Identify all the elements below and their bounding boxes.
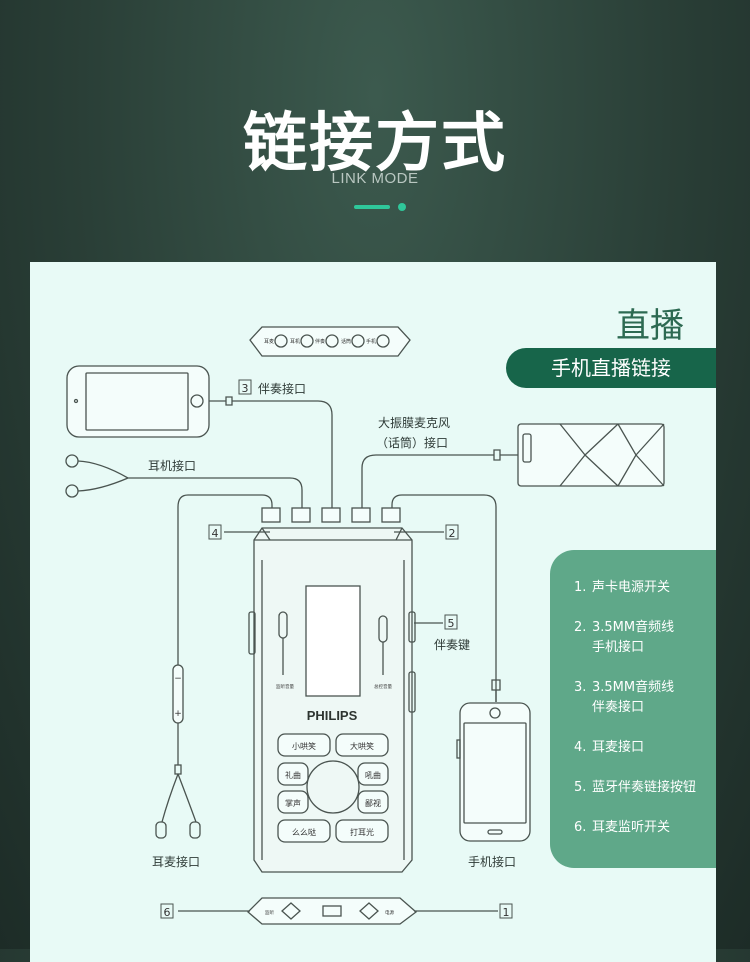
legend-text: 声卡电源开关 (592, 580, 671, 595)
headset-port-label: 耳麦接口 (152, 855, 201, 869)
strip-port-label: 话筒 (341, 338, 351, 345)
strip-port-label: 手机 (366, 338, 376, 345)
callout-num-6: 6 (164, 906, 171, 919)
earbuds-illustration (65, 454, 303, 516)
bottom-left-label: 监听 (265, 909, 274, 916)
live-label: 直播 (616, 306, 684, 346)
legend-item: 3. 3.5MM音频线 伴奏接口 (574, 678, 716, 718)
legend-num: 2. (574, 620, 587, 635)
device-button-label: 礼曲 (285, 770, 301, 780)
accent-dot (398, 203, 406, 211)
device-button-label: 鄙视 (365, 798, 381, 808)
page-title: 链接方式 (243, 107, 507, 181)
device-button-label: 吼曲 (365, 770, 381, 780)
accompaniment-key-label: 伴奏键 (434, 638, 471, 652)
legend-text: 耳麦监听开关 (592, 820, 671, 835)
legend-num: 4. (574, 740, 587, 755)
phone-port-label: 手机接口 (468, 855, 517, 869)
device-button-label: 小哄笑 (292, 741, 316, 751)
svg-text:−: − (174, 674, 182, 684)
svg-text:+: + (174, 709, 182, 719)
device-button-grid: 小哄笑 大哄笑 礼曲 吼曲 掌声 鄙视 么么哒 打耳光 (277, 733, 389, 843)
accent-bar (354, 205, 390, 209)
strip-port-label: 耳麦 (264, 338, 274, 345)
knob-right-label: 总控音量 (374, 683, 392, 690)
callout-num-3: 3 (242, 382, 249, 395)
device-button-label: 大哄笑 (350, 741, 374, 751)
legend-item: 2. 3.5MM音频线 手机接口 (574, 618, 716, 658)
legend-num: 1. (574, 580, 587, 595)
headset-illustration: − + (155, 664, 201, 839)
callout-num-5: 5 (448, 617, 455, 630)
top-port-strip: 耳麦 耳机 伴奏 话筒 手机 (249, 326, 411, 357)
callout-num-4: 4 (212, 527, 219, 540)
landscape-phone-illustration (66, 365, 233, 438)
bottom-right-label: 电源 (385, 909, 394, 916)
legend-item: 6. 耳麦监听开关 (574, 818, 716, 838)
strip-port-label: 伴奏 (315, 338, 325, 345)
mic-port-label-line1: 大振膜麦克风 (378, 416, 451, 430)
callout-num-1: 1 (503, 906, 510, 919)
legend-text: 蓝牙伴奏链接按钮 (592, 780, 697, 795)
earphone-port-label: 耳机接口 (148, 459, 197, 473)
legend-num: 3. (574, 680, 587, 695)
bottom-port-strip: 监听 电源 (178, 897, 498, 925)
legend-text: 3.5MM音频线 伴奏接口 (592, 680, 675, 715)
accompaniment-port-label: 伴奏接口 (258, 382, 307, 396)
mic-port-label-line2: （话筒）接口 (376, 436, 449, 450)
device-button-label: 掌声 (285, 798, 301, 808)
legend-item: 1. 声卡电源开关 (574, 578, 716, 598)
strip-port-label: 耳机 (290, 338, 300, 345)
knob-left-label: 监听音量 (276, 683, 294, 690)
callout-numbers: 3 4 2 5 6 1 (160, 379, 513, 919)
page-subtitle: LINK MODE (331, 170, 419, 187)
soundcard-device: 监听音量 总控音量 PHILIPS (248, 507, 416, 873)
legend-num: 6. (574, 820, 587, 835)
microphone-illustration (361, 423, 665, 516)
brand-logo: PHILIPS (307, 708, 358, 723)
legend-item: 5. 蓝牙伴奏链接按钮 (574, 778, 716, 798)
portrait-phone-illustration (456, 679, 531, 842)
legend-panel: 1. 声卡电源开关 2. 3.5MM音频线 手机接口 3. 3.5MM音频线 伴奏接口… (550, 550, 716, 868)
callout-num-2: 2 (449, 527, 456, 540)
legend-num: 5. (574, 780, 587, 795)
legend-text: 耳麦接口 (592, 740, 645, 755)
legend-item: 4. 耳麦接口 (574, 738, 716, 758)
legend-text: 3.5MM音频线 手机接口 (592, 620, 675, 655)
device-button-label: 打耳光 (350, 827, 374, 837)
device-button-label: 么么哒 (292, 827, 316, 837)
mode-banner: 手机直播链接 (506, 348, 716, 388)
